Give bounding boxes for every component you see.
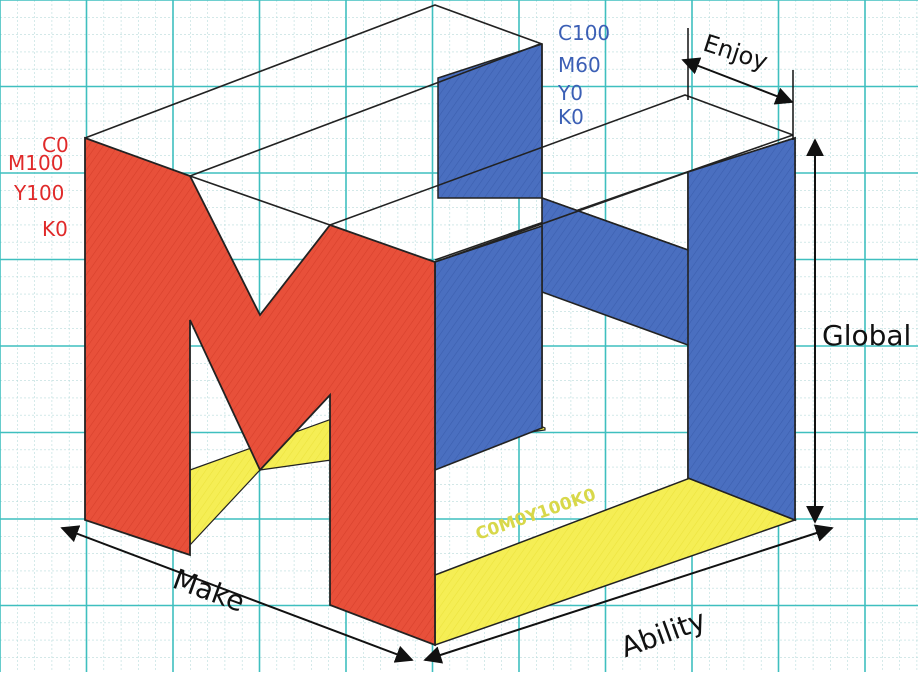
blue-h-right-face: [688, 138, 795, 520]
blue-h-left-face: [435, 226, 542, 470]
global-label: Global: [822, 319, 911, 352]
cmyk-blue-y: Y0: [557, 81, 583, 105]
ability-label: Ability: [616, 603, 710, 664]
cmyk-blue-values: C100 M60 Y0 K0: [557, 21, 610, 129]
cmyk-red-m: M100: [8, 151, 63, 175]
cmyk-red-y: Y100: [13, 181, 64, 205]
enjoy-label: Enjoy: [700, 29, 771, 76]
cmyk-blue-m: M60: [558, 53, 601, 77]
cmyk-red-k: K0: [42, 217, 68, 241]
cmyk-blue-c: C100: [558, 21, 610, 45]
yellow-floor-front: [435, 478, 795, 645]
back-blue-panel: [438, 44, 542, 198]
cmyk-blue-k: K0: [558, 105, 584, 129]
